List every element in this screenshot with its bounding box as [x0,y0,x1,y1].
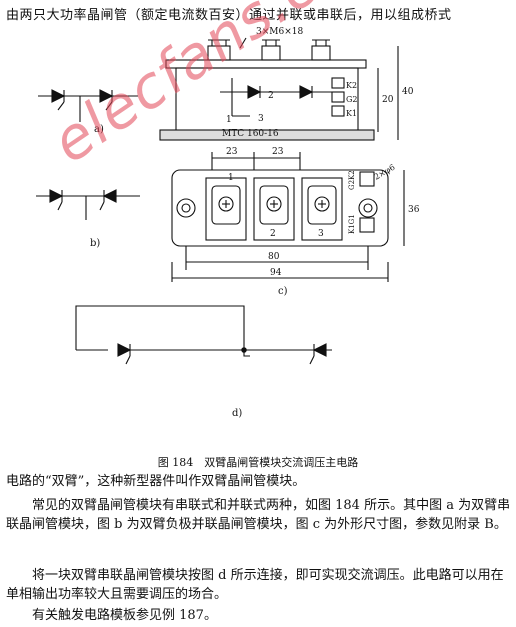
dim-23-a: 23 [226,147,238,157]
svg-text:G2: G2 [346,95,357,104]
diagram-a: a) [38,89,138,135]
label-a: a) [94,124,104,135]
dim-40: 40 [402,87,414,97]
diagram-d: d) [75,305,332,419]
intro-line: 由两只大功率晶闸管（额定电流数百安）通过并联或串联后，用以组成桥式 [6,8,452,23]
paragraph-1: 电路的“双臂”，这种新型器件叫作双臂晶闸管模块。 [6,474,306,489]
figure-184: a) b) 3×M6×18 [36,27,420,419]
terminal-2-label: 2 [270,229,276,239]
module-top-view: 23 23 1 2 3 G2K2 K1G1 2×φ6 [171,147,420,297]
g2k2-label: G2K2 [348,170,356,190]
hole-spec: 2×φ6 [373,163,397,182]
label-d: d) [232,408,242,419]
svg-text:3: 3 [258,114,264,124]
terminal-3-label: 3 [318,229,324,239]
svg-text:1: 1 [226,115,232,125]
k1g1-label: K1G1 [348,214,356,234]
terminal-1-label: 1 [228,173,234,183]
paragraph-2: 常见的双臂晶闸管模块有串联式和并联式两种，如图 184 所示。其中图 a 为双臂… [6,498,511,532]
svg-text:K2: K2 [346,81,357,90]
dim-23-b: 23 [272,147,284,157]
svg-text:K1: K1 [346,109,357,118]
figure-caption: 图 184 双臂晶闸管模块交流调压主电路 [157,456,359,469]
diagram-b: b) [36,189,140,249]
paragraph-3: 将一块双臂串联晶闸管模块按图 d 所示连接，即可实现交流调压。此电路可以用在单相… [6,568,504,602]
dim-94: 94 [270,268,282,278]
dim-20: 20 [382,95,394,105]
screw-spec: 3×M6×18 [256,27,303,37]
dim-36: 36 [408,205,420,215]
paragraph-4: 有关触发电路模板参见例 187。 [32,608,217,623]
label-b: b) [90,238,100,249]
module-side-view: 3×M6×18 2 3 1 [159,27,414,141]
dim-80: 80 [268,252,280,262]
model-label: MTC 160-16 [222,129,279,139]
svg-text:2: 2 [268,91,274,101]
label-c: c) [278,286,288,297]
